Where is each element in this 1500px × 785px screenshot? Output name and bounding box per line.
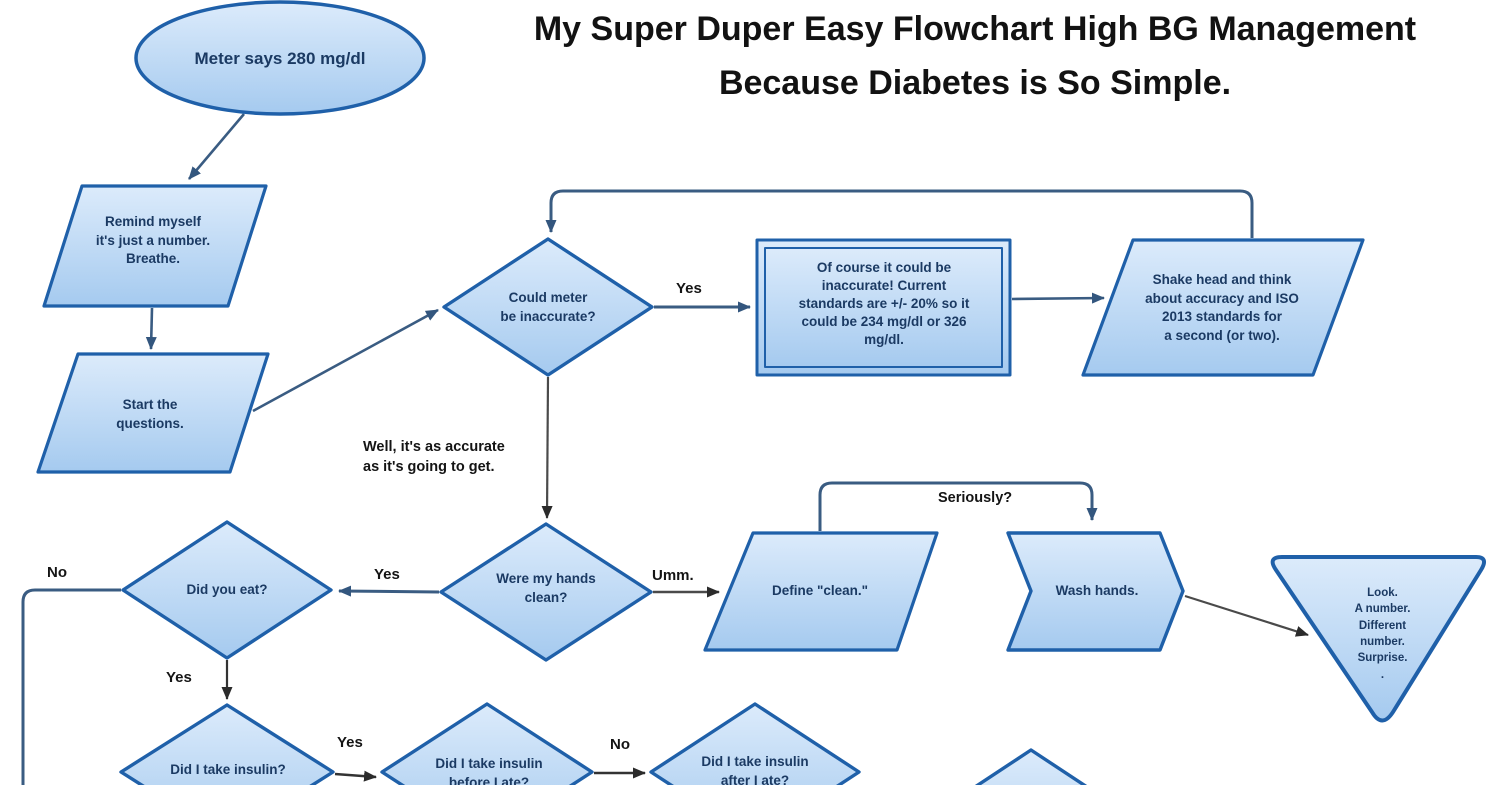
edge-didinsulin-yes-to-before (334, 770, 377, 782)
edge-define-seriously-to-wash (818, 481, 1098, 531)
process-start-questions-shape (36, 352, 270, 474)
process-shake-head-shape (1081, 238, 1365, 377)
edge-handsclean-yes-to-didyoueat (338, 585, 440, 597)
edge-meter-to-remind (188, 113, 245, 180)
page-title: My Super Duper Easy Flowchart High BG Ma… (533, 10, 1417, 102)
double-rect-inner (764, 247, 1003, 368)
chevron-wash-hands-shape (1006, 531, 1185, 652)
process-define-clean-shape (703, 531, 939, 652)
edge-start-to-couldmeter (252, 308, 439, 413)
terminator-meter-shape (134, 0, 426, 116)
edge-couldmeter-to-handsclean (541, 376, 553, 519)
decision-hands-clean-shape (439, 522, 653, 662)
decision-partial-bottom-shape (974, 748, 1088, 785)
decision-could-meter-shape (442, 237, 654, 377)
process-remind-shape (42, 184, 268, 308)
edge-box-to-shakehead (1011, 292, 1105, 304)
decision-did-you-eat-shape (121, 520, 333, 660)
edge-shakehead-loop-to-couldmeter (545, 189, 1254, 238)
edge-wash-to-triangle (1184, 594, 1309, 637)
decision-insulin-after-shape (649, 702, 861, 785)
edge-didyoueat-no-loop (21, 588, 121, 785)
edge-remind-to-start (145, 307, 157, 350)
decision-did-insulin-shape (119, 703, 335, 785)
triangle-look-number-shape (1270, 555, 1487, 723)
decision-insulin-before-shape (380, 702, 594, 785)
